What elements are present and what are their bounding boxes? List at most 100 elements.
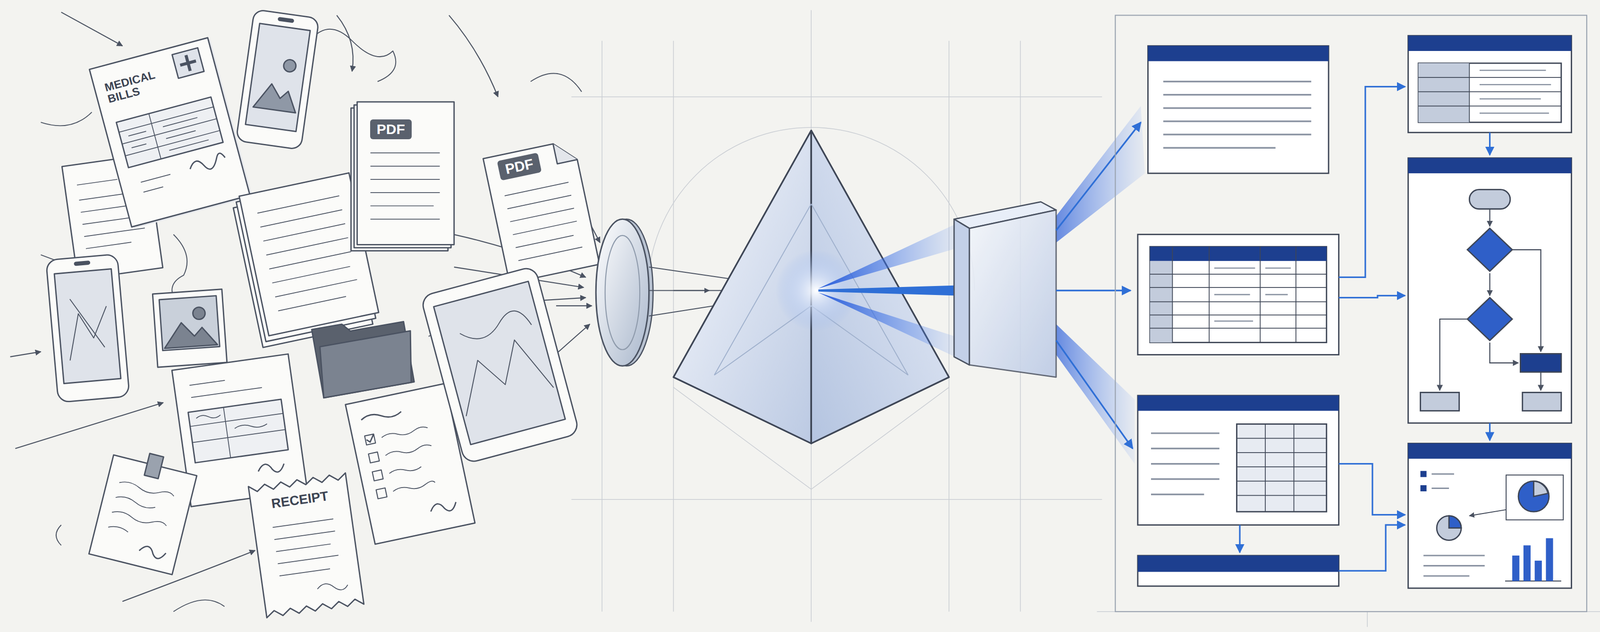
node-text: MEDICAL BILLS (102, 68, 159, 105)
output-panels (1137, 35, 1572, 589)
flowchart-panel (1439, 319, 1468, 391)
phone-icon (236, 9, 320, 150)
grid-panel (1418, 63, 1562, 123)
table-panel (1150, 246, 1327, 343)
panel-arrows (1238, 524, 1241, 553)
checklist-document (381, 425, 440, 494)
pdf-document (482, 139, 600, 284)
dashboard-panel (1420, 485, 1427, 492)
dashboard-panel (1545, 538, 1553, 582)
panel-arrows (1489, 423, 1491, 441)
table-panel (1137, 234, 1339, 356)
scribble-lines (173, 600, 225, 612)
medical-bill-document (116, 97, 223, 169)
table-panel (1137, 234, 1339, 356)
background-grid (571, 10, 1600, 628)
photo-icon (162, 320, 218, 349)
phone-icon (64, 296, 111, 361)
checklist-document (360, 408, 402, 424)
grid-panel (1418, 63, 1562, 123)
checklist-document (368, 452, 380, 464)
dashboard-panel (1469, 509, 1507, 517)
form-panel (1137, 395, 1339, 525)
medical-bill-document (89, 37, 253, 229)
dashboard-panel (1408, 443, 1572, 589)
flowchart-panel (1540, 372, 1542, 391)
beam-arrows (1056, 289, 1131, 292)
checklist-document (364, 434, 387, 500)
light-beams (818, 106, 1145, 465)
output-frame (1115, 15, 1587, 612)
receipt-document (272, 518, 341, 576)
folder-icon (314, 330, 420, 398)
phone-icon (236, 9, 320, 150)
scribble-lines (56, 524, 62, 546)
scribble-lines (40, 112, 92, 127)
lens (595, 219, 653, 366)
dashboard-panel (1523, 545, 1531, 582)
phone-icon (253, 81, 299, 113)
flowchart-panel (1467, 228, 1513, 272)
tablet-icon (420, 265, 580, 464)
file-type-tag: PDF (497, 152, 542, 181)
table-panel (1150, 246, 1327, 343)
flowchart-panel (1522, 392, 1562, 411)
bar-panel (1137, 555, 1339, 587)
grid-panel (1408, 35, 1572, 133)
form-panel (1137, 395, 1339, 525)
flowchart-panel (1489, 342, 1519, 364)
beam-arrows (1056, 122, 1141, 449)
text-panel (1163, 81, 1312, 148)
note-document (88, 445, 200, 575)
panel-arrows (1338, 295, 1406, 298)
form-panel (1151, 433, 1220, 495)
phone-icon (73, 260, 91, 267)
background-grid (571, 499, 1102, 500)
checklist-document (429, 499, 458, 515)
file-type-tag: PDF (370, 119, 412, 140)
glass-slab (954, 219, 970, 365)
form-document (257, 461, 285, 475)
receipt-document (248, 473, 365, 618)
flowchart-panel (1520, 353, 1561, 373)
pdf-stack (351, 101, 455, 251)
photo-icon (152, 289, 227, 368)
checklist-document (376, 488, 388, 500)
flow-arrows (448, 15, 499, 97)
panel-arrows (1338, 464, 1406, 516)
pdf-stack (356, 101, 454, 245)
flowchart-panel (1489, 273, 1490, 297)
checklist-document (365, 434, 375, 443)
document-heading: MEDICAL BILLS (101, 67, 161, 107)
phone-icon (245, 23, 311, 132)
light-beams (818, 285, 956, 297)
grid-panel (1479, 70, 1551, 114)
flow-arrows (61, 12, 123, 46)
dashboard-panel (1506, 474, 1564, 520)
background-grid (571, 96, 1102, 98)
phone-icon (282, 59, 297, 73)
medical-bill-document (116, 97, 223, 169)
document-heading: RECEIPT (268, 488, 331, 513)
panel-arrows (1239, 86, 1490, 572)
form-document (195, 406, 268, 436)
medical-bill-document (128, 116, 209, 160)
photo-icon (159, 296, 220, 351)
flowchart-panel (1408, 158, 1572, 424)
beam-arrows (1056, 122, 1141, 231)
dashboard-panel (1534, 560, 1542, 582)
receipt-document (248, 473, 365, 618)
text-panel (1148, 45, 1330, 174)
form-document (188, 399, 289, 464)
receipt-document (316, 580, 349, 593)
dashboard-panel (1431, 474, 1455, 489)
photo-icon (152, 289, 227, 368)
dashboard-panel (1518, 481, 1550, 512)
beam-arrows (1056, 340, 1133, 449)
flow-arrows (10, 351, 42, 357)
lens (605, 235, 640, 350)
output-frame (1115, 15, 1587, 612)
tablet-icon (420, 265, 580, 464)
